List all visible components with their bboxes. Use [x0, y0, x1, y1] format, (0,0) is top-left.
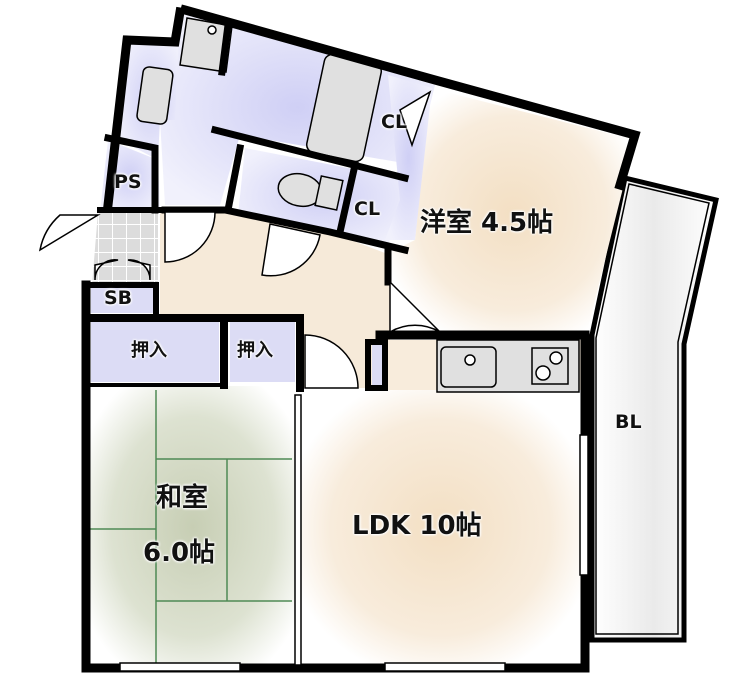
ldk-label: LDK 10帖 — [352, 511, 482, 541]
japanese-room-name: 和室 — [156, 483, 209, 513]
pipe-space-label: PS — [114, 171, 142, 193]
kitchen-counter — [436, 339, 580, 393]
closet-1-label: CL — [381, 111, 408, 133]
ldk-floor — [298, 388, 583, 668]
oshiire-2-label: 押入 — [237, 340, 273, 361]
balcony-label: BL — [615, 411, 642, 433]
windows — [119, 394, 589, 672]
japanese-room-floor — [88, 386, 298, 668]
entrance-tile — [92, 212, 158, 285]
western-room-label: 洋室 4.5帖 — [420, 208, 554, 238]
western-room-floor — [390, 88, 635, 340]
oshiire-1-label: 押入 — [131, 340, 167, 361]
storage-areas — [91, 75, 432, 385]
shoe-box-label: SB — [104, 287, 133, 309]
doors — [38, 90, 441, 389]
closet-2-label: CL — [354, 198, 381, 220]
japanese-room-size: 6.0帖 — [143, 538, 216, 568]
balcony — [589, 174, 719, 643]
tatami-lines — [90, 390, 292, 665]
